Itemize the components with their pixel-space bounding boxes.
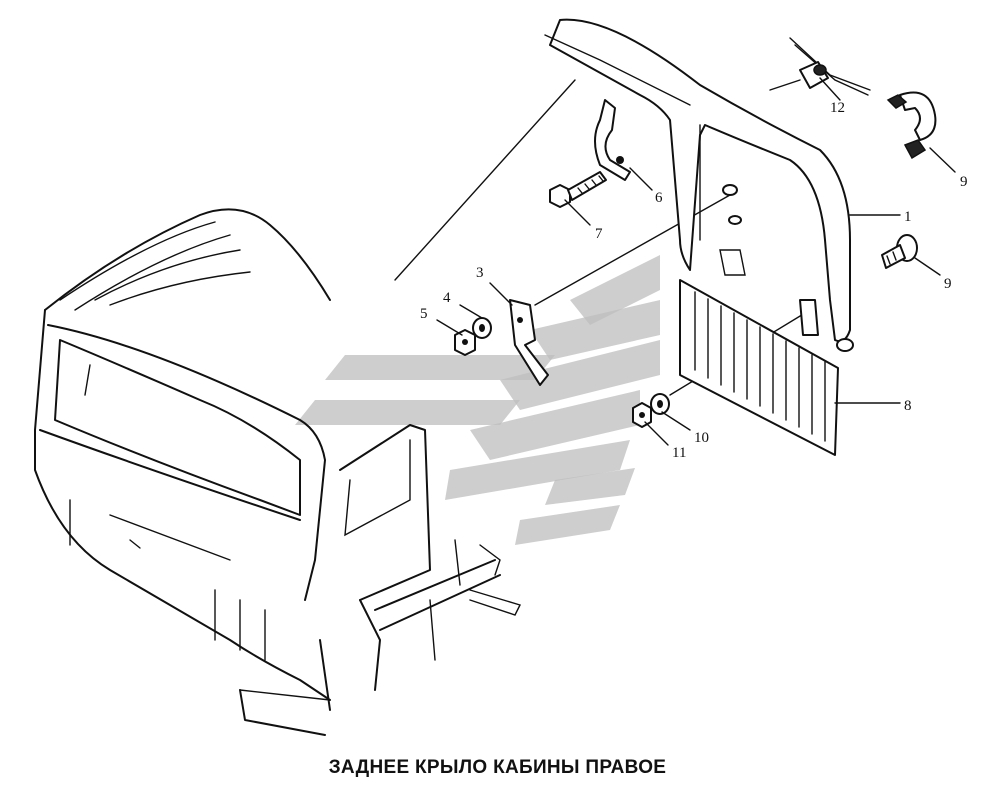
part-9-upper-hinge [886,91,937,160]
callout-11: 11 [672,445,686,461]
part-8-mudflap [679,279,839,456]
part-9-lower-bolt [881,234,918,269]
watermark-logo [295,255,660,545]
callout-9-lower: 9 [944,276,952,292]
callout-5: 5 [420,306,428,322]
callout-10: 10 [694,430,709,446]
part-3-bracket [509,299,549,386]
callout-8: 8 [904,398,912,414]
callout-12: 12 [830,100,845,116]
part-5-nut [454,329,476,356]
part-10-washer [650,393,670,415]
part-12-fitting [789,37,871,96]
diagram-caption: ЗАДНЕЕ КРЫЛО КАБИНЫ ПРАВОЕ [328,757,667,778]
truck-cabin [34,208,521,736]
part-7-bolt [549,171,607,208]
callout-3: 3 [476,265,484,281]
callout-4: 4 [443,290,451,306]
callout-6: 6 [655,190,663,206]
mudflap-ribs [694,291,826,442]
diagram-svg: 1 3 4 5 6 7 8 9 9 10 11 12 [34,18,968,736]
callout-1: 1 [904,209,912,225]
part-4-washer [472,317,492,339]
part-6-clamp [594,99,631,181]
callout-leader-lines [436,77,956,446]
callout-7: 7 [595,226,603,242]
part-11-nut [632,402,652,428]
part-1-rear-fender [544,18,854,352]
callout-9-upper: 9 [960,174,968,190]
